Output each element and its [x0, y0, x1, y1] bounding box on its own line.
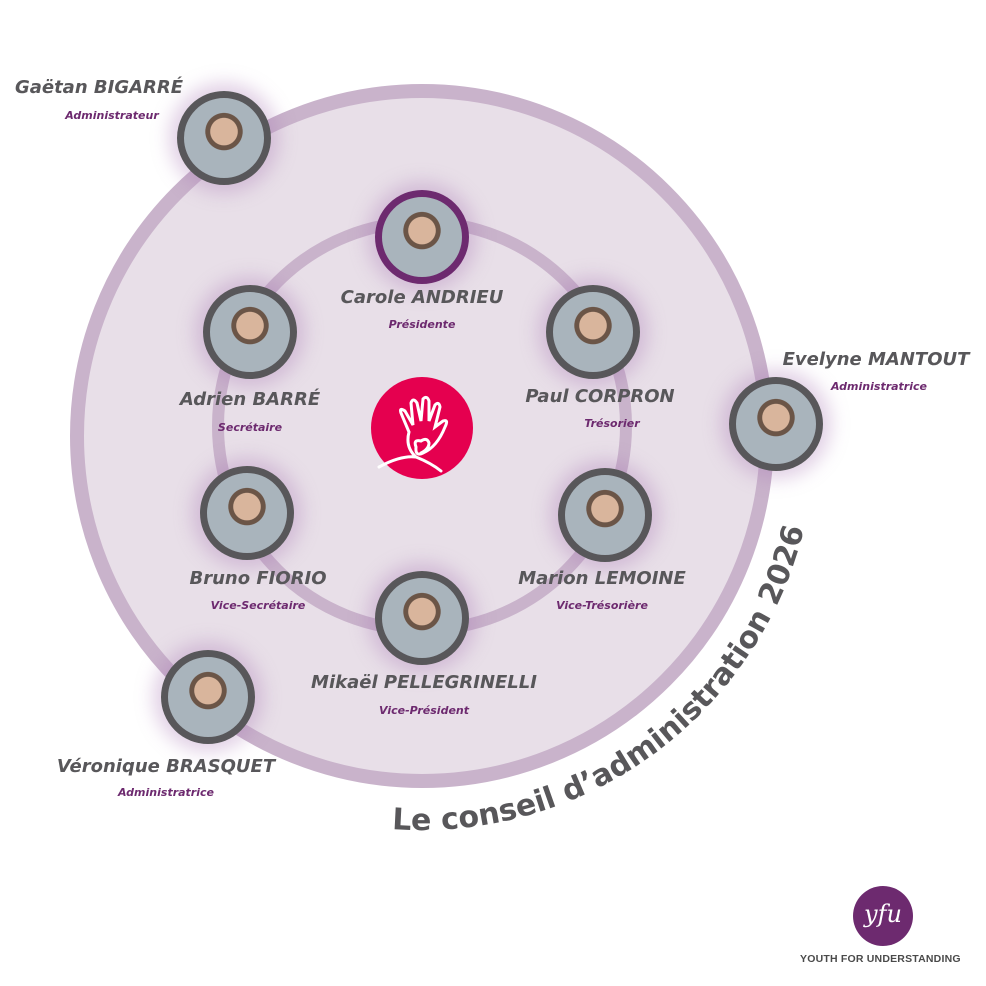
- member-name: Evelyne MANTOUT: [782, 349, 970, 370]
- member-name: Adrien BARRÉ: [179, 389, 321, 410]
- member-photo-adrien: [203, 285, 297, 379]
- member-photo-bruno: [200, 466, 294, 560]
- hand-heart-logo-icon: [371, 377, 473, 479]
- member-name: Véronique BRASQUET: [56, 756, 276, 777]
- member-photo-marion: [558, 468, 652, 562]
- member-photo-mikael: [375, 571, 469, 665]
- member-role: Secrétaire: [217, 421, 283, 434]
- member-photo-evelyne: [729, 377, 823, 471]
- member-name: Bruno FIORIO: [189, 568, 327, 589]
- member-name: Paul CORPRON: [525, 386, 675, 407]
- member-role: Administratrice: [118, 786, 214, 799]
- member-role: Vice-Trésorière: [556, 599, 648, 612]
- member-photo-carole: [375, 190, 469, 284]
- member-name: Gaëtan BIGARRÉ: [14, 77, 184, 98]
- member-role: Trésorier: [584, 417, 640, 430]
- member-role: Administratrice: [831, 380, 927, 393]
- member-role: Présidente: [388, 318, 456, 331]
- member-role: Vice-Président: [379, 704, 469, 717]
- member-name: Carole ANDRIEU: [340, 287, 504, 308]
- member-name: Mikaël PELLEGRINELLI: [311, 672, 537, 693]
- member-role: Vice-Secrétaire: [210, 599, 306, 612]
- member-role: Administrateur: [65, 109, 159, 122]
- yfu-logo-icon: yfu: [853, 886, 913, 946]
- member-photo-veronique: [161, 650, 255, 744]
- member-photo-paul: [546, 285, 640, 379]
- member-name: Marion LEMOINE: [518, 568, 686, 589]
- brand-name: YOUTH FOR UNDERSTANDING: [800, 953, 961, 965]
- member-photo-gaetan: [177, 91, 271, 185]
